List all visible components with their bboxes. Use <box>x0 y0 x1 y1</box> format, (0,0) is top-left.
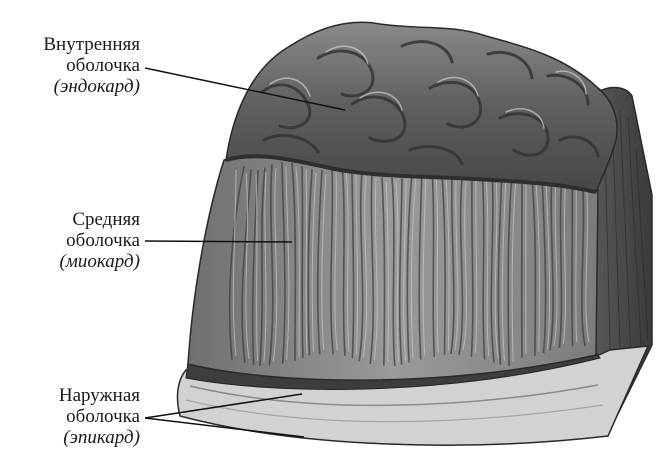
epicardium-label-line1: Наружная <box>0 385 140 406</box>
myocardium-label-line2: оболочка <box>0 230 140 251</box>
epicardium-term: (эпикард) <box>0 427 140 448</box>
muscle-fiber <box>572 171 573 346</box>
muscle-fiber <box>302 166 303 358</box>
myocardium-label: Средняя оболочка (миокард) <box>0 209 140 272</box>
myocardium-leader <box>145 241 292 242</box>
epicardium-label-line2: оболочка <box>0 406 140 427</box>
endocardium-label-line2: оболочка <box>0 55 140 76</box>
epicardium-label: Наружная оболочка (эпикард) <box>0 385 140 448</box>
endocardium-label: Внутренняя оболочка (эндокард) <box>0 34 140 97</box>
endocardium-term: (эндокард) <box>0 76 140 97</box>
endocardium-label-line1: Внутренняя <box>0 34 140 55</box>
myocardium-term: (миокард) <box>0 251 140 272</box>
myocardium-label-line1: Средняя <box>0 209 140 230</box>
